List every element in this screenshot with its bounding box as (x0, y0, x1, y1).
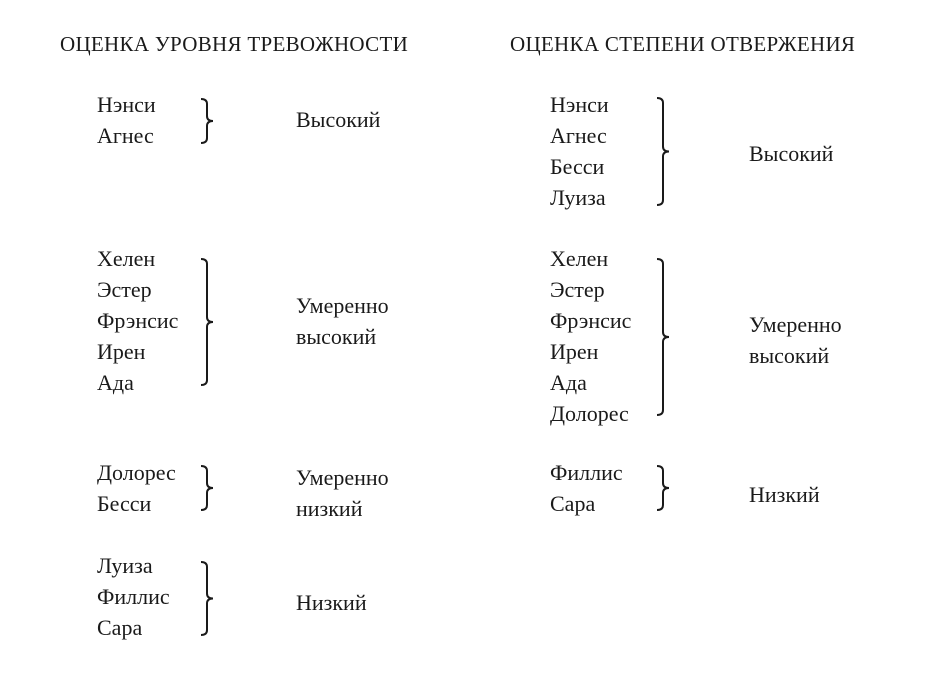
anxiety-group-low-label: Низкий (296, 587, 367, 618)
brace-icon (656, 465, 672, 511)
name: Нэнси (550, 92, 609, 117)
brace-icon (656, 258, 672, 416)
name: Фрэнсис (97, 308, 179, 333)
name: Филлис (550, 460, 623, 485)
anxiety-group-high-names: Нэнси Агнес (97, 89, 156, 151)
name: Фрэнсис (550, 308, 632, 333)
brace-icon (200, 561, 216, 636)
name: Долорес (550, 401, 629, 426)
name: Луиза (97, 553, 153, 578)
label-line: Высокий (296, 107, 381, 132)
anxiety-group-mod-high-label: Умеренно высокий (296, 290, 389, 352)
name: Хелен (550, 246, 609, 271)
anxiety-group-high-label: Высокий (296, 104, 380, 135)
brace-icon (656, 97, 672, 206)
label-line: Умеренно (296, 293, 389, 318)
brace-icon (200, 258, 216, 386)
name: Сара (550, 491, 596, 516)
name: Сара (97, 615, 143, 640)
label-line: Высокий (749, 141, 834, 166)
rejection-group-low-label: Низкий (749, 479, 820, 510)
label-line: Низкий (749, 482, 820, 507)
rejection-group-high-label: Высокий (749, 138, 833, 169)
label-line: высокий (749, 343, 830, 368)
anxiety-group-mod-low-names: Долорес Бесси (97, 457, 176, 519)
name: Долорес (97, 460, 176, 485)
rejection-group-mod-high-label: Умеренно высокий (749, 309, 842, 371)
label-line: Низкий (296, 590, 367, 615)
rejection-group-low-names: Филлис Сара (550, 457, 623, 519)
rejection-group-mod-high-names: Хелен Эстер Фрэнсис Ирен Ада Долорес (550, 243, 631, 429)
label-line: Умеренно (296, 465, 389, 490)
name: Эстер (97, 277, 152, 302)
label-line: низкий (296, 496, 363, 521)
rejection-group-high-names: Нэнси Агнес Бесси Луиза (550, 89, 609, 213)
name: Ирен (550, 339, 599, 364)
name: Бесси (550, 154, 605, 179)
name: Нэнси (97, 92, 156, 117)
name: Эстер (550, 277, 605, 302)
anxiety-title: ОЦЕНКА УРОВНЯ ТРЕВОЖНОСТИ (60, 32, 409, 56)
brace-icon (200, 465, 216, 511)
anxiety-group-low-names: Луиза Филлис Сара (97, 550, 170, 643)
rejection-title: ОЦЕНКА СТЕПЕНИ ОТВЕРЖЕНИЯ (510, 32, 856, 56)
name: Агнес (550, 123, 607, 148)
name: Луиза (550, 185, 606, 210)
anxiety-group-mod-high-names: Хелен Эстер Фрэнсис Ирен Ада (97, 243, 178, 398)
name: Ада (550, 370, 587, 395)
name: Хелен (97, 246, 156, 271)
name: Ирен (97, 339, 146, 364)
name: Филлис (97, 584, 170, 609)
anxiety-group-mod-low-label: Умеренно низкий (296, 462, 389, 524)
name: Бесси (97, 491, 152, 516)
name: Ада (97, 370, 134, 395)
brace-icon (200, 98, 216, 144)
name: Агнес (97, 123, 154, 148)
label-line: высокий (296, 324, 377, 349)
label-line: Умеренно (749, 312, 842, 337)
